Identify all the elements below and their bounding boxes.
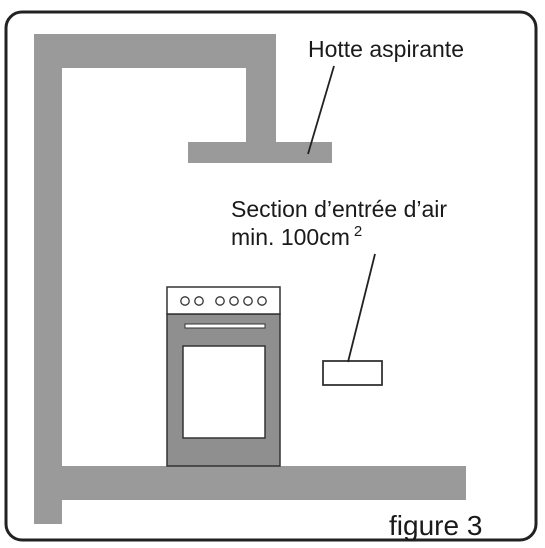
air-inlet-leader-line xyxy=(347,253,376,363)
air-inlet-label-line1: Section d’entrée d’air xyxy=(231,196,447,222)
floor xyxy=(34,466,466,500)
air-inlet-exponent: 2 xyxy=(354,223,362,240)
extractor-hood xyxy=(188,142,332,163)
stove xyxy=(166,286,281,467)
room-walls xyxy=(34,34,466,524)
figure-caption: figure 3 xyxy=(389,510,482,541)
air-inlet-vent xyxy=(322,360,383,386)
air-inlet-area-text: min. 100cm xyxy=(231,224,350,250)
burner-knob-icon xyxy=(180,296,267,306)
oven-door-window xyxy=(182,345,266,439)
ceiling xyxy=(34,34,276,68)
hood-stem xyxy=(246,34,276,144)
left-wall xyxy=(34,34,62,524)
hood-leader-line xyxy=(307,65,335,155)
oven-handle xyxy=(184,323,266,329)
figure-frame xyxy=(4,10,538,542)
hood-label: Hotte aspirante xyxy=(308,36,464,62)
